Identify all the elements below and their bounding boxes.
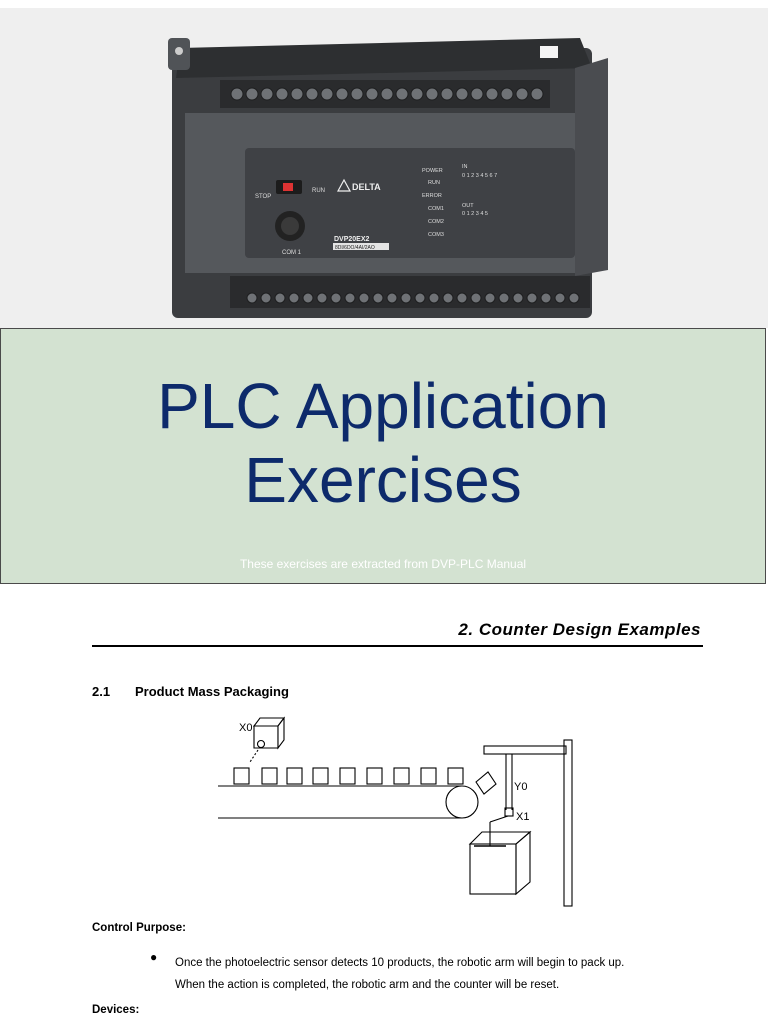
in-label: IN xyxy=(462,164,468,170)
com1-port-label: COM 1 xyxy=(282,250,302,256)
com1-led-label: COM1 xyxy=(428,206,444,212)
title-line-1: PLC Application xyxy=(157,370,609,442)
title-line-2: Exercises xyxy=(244,444,522,516)
com3-led-label: COM3 xyxy=(428,232,444,238)
x0-label: X0 xyxy=(239,722,252,734)
subtitle: These exercises are extracted from DVP-P… xyxy=(239,557,527,571)
run-led-label: RUN xyxy=(428,180,440,186)
power-led-label: POWER xyxy=(422,168,443,174)
error-led-label: ERROR xyxy=(422,193,442,199)
devices-heading: Devices: xyxy=(92,1004,140,1016)
title-banner: PLC Application Exercises These exercise… xyxy=(0,328,766,584)
section-divider xyxy=(92,645,703,647)
subsection-heading: 2.1 Product Mass Packaging xyxy=(92,684,289,699)
bullet-line-2: When the action is completed, the roboti… xyxy=(175,979,560,991)
plc-device-illustration: STOP RUN COM 1 DELTA DVP20EX2 8DI/6DO/4A… xyxy=(168,38,608,318)
control-purpose-text: Once the photoelectric sensor detects 10… xyxy=(175,952,715,996)
x1-label: X1 xyxy=(516,811,529,823)
subsection-title: Product Mass Packaging xyxy=(135,684,289,699)
section-header: 2. Counter Design Examples xyxy=(458,620,701,639)
in-numbers: 0 1 2 3 4 5 6 7 xyxy=(462,173,497,179)
out-label: OUT xyxy=(462,203,474,209)
y0-label: Y0 xyxy=(514,781,527,793)
subsection-number: 2.1 xyxy=(92,684,111,699)
delta-logo-icon xyxy=(336,178,352,192)
com2-led-label: COM2 xyxy=(428,219,444,225)
model-label: DVP20EX2 xyxy=(334,236,370,243)
spec-label: 8DI/6DO/4AI/2AO xyxy=(335,245,375,251)
stop-label: STOP xyxy=(255,194,271,200)
brand-label: DELTA xyxy=(352,182,381,192)
run-label: RUN xyxy=(312,188,325,194)
bullet-icon: ● xyxy=(150,950,158,964)
bullet-line-1: Once the photoelectric sensor detects 10… xyxy=(175,957,625,969)
packaging-diagram: X0 Y0 X1 xyxy=(218,716,573,907)
out-numbers: 0 1 2 3 4 5 xyxy=(462,211,488,217)
control-purpose-heading: Control Purpose: xyxy=(92,922,186,934)
page-title: PLC Application Exercises xyxy=(1,369,765,517)
hero-product-image: STOP RUN COM 1 DELTA DVP20EX2 8DI/6DO/4A… xyxy=(0,8,768,328)
